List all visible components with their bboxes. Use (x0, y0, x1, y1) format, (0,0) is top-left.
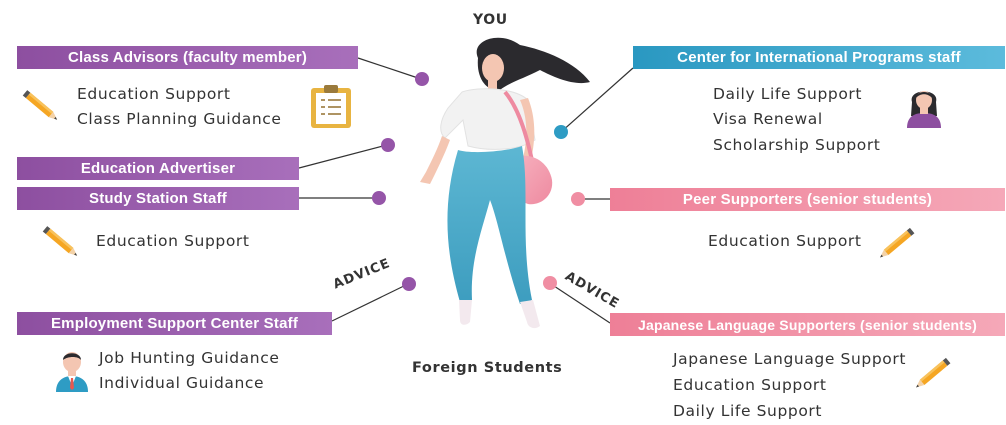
international-programs-item: Scholarship Support (713, 136, 881, 154)
international-programs-item: Visa Renewal (713, 110, 823, 128)
connector-dot (372, 191, 386, 205)
pencil-icon (42, 226, 78, 256)
employment-support-item: Individual Guidance (99, 374, 265, 392)
class-advisors-banner: Class Advisors (faculty member) (17, 46, 358, 69)
connector-dot (554, 125, 568, 139)
peer-supporters-banner: Peer Supporters (senior students) (610, 188, 1005, 211)
study-station-item: Education Support (96, 232, 250, 250)
foreign-students-label: Foreign Students (412, 360, 563, 376)
connector-dot (381, 138, 395, 152)
international-programs-item: Daily Life Support (713, 85, 863, 103)
education-advertiser-banner: Education Advertiser (17, 157, 299, 180)
pencil-icon (22, 90, 58, 120)
you-label: YOU (473, 12, 508, 28)
international-programs-banner: Center for International Programs staff (633, 46, 1005, 69)
japanese-language-item: Education Support (673, 376, 827, 394)
connector-dot (571, 192, 585, 206)
man-avatar-icon (56, 352, 88, 392)
employment-support-item: Job Hunting Guidance (99, 349, 280, 367)
clipboard-icon (311, 85, 351, 128)
connector-dot (543, 276, 557, 290)
japanese-language-supporters-banner: Japanese Language Supporters (senior stu… (610, 313, 1005, 336)
pencil-icon (916, 357, 951, 388)
woman-avatar-icon (907, 91, 941, 128)
peer-supporters-item: Education Support (708, 232, 862, 250)
connector-dot (415, 72, 429, 86)
employment-support-banner: Employment Support Center Staff (17, 312, 332, 335)
japanese-language-item: Daily Life Support (673, 402, 823, 420)
class-advisors-item: Class Planning Guidance (77, 110, 282, 128)
japanese-language-item: Japanese Language Support (673, 350, 906, 368)
class-advisors-item: Education Support (77, 85, 231, 103)
study-station-staff-banner: Study Station Staff (17, 187, 299, 210)
pencil-icon (880, 227, 915, 258)
connector-dot (402, 277, 416, 291)
